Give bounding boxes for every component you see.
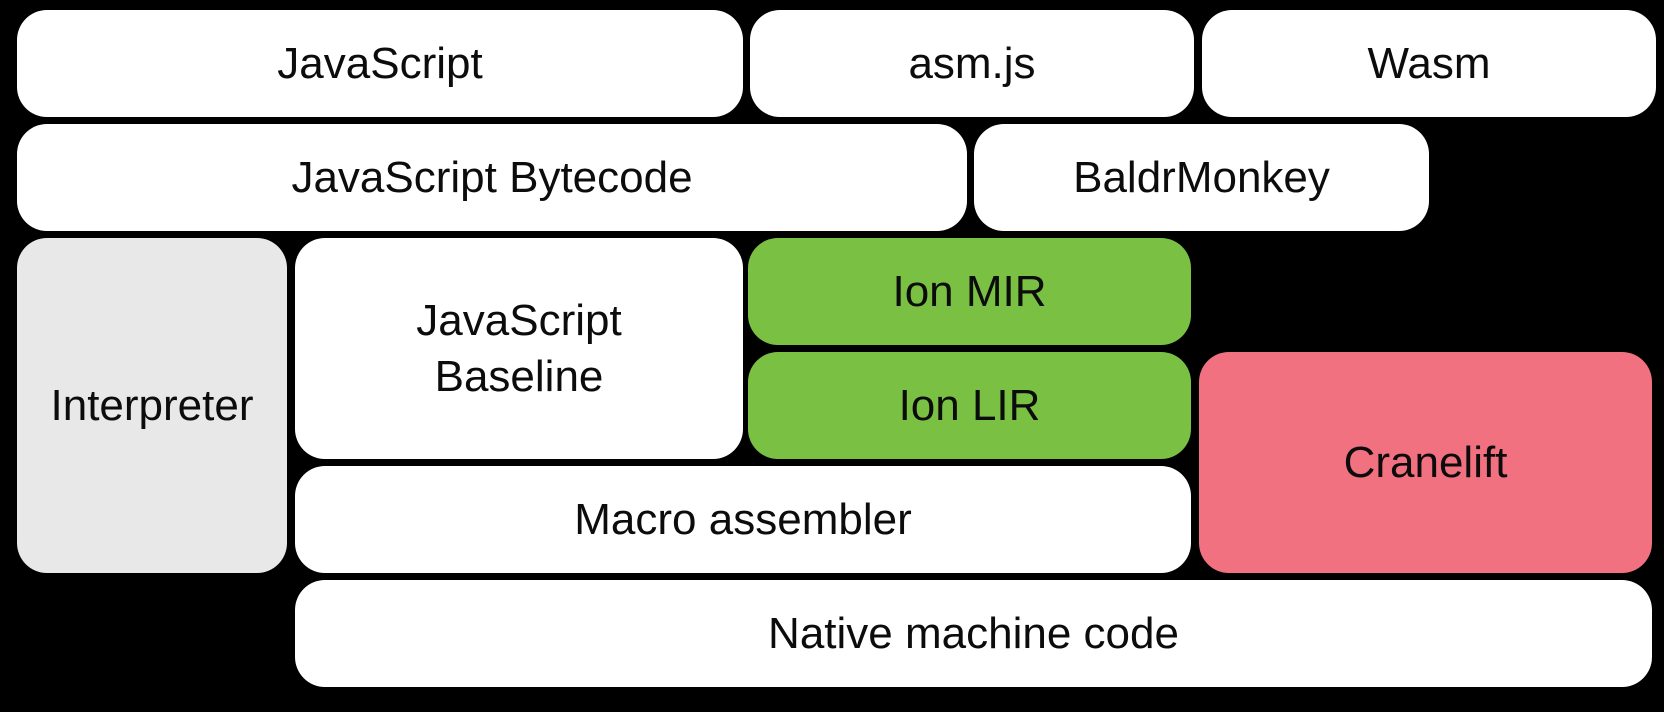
node-ion-mir-label: Ion MIR [892, 266, 1047, 316]
node-javascript-label: JavaScript [277, 38, 483, 88]
node-asmjs: asm.js [750, 10, 1194, 117]
node-native-machine-code-label: Native machine code [768, 608, 1179, 658]
node-cranelift: Cranelift [1199, 352, 1652, 573]
node-interpreter: Interpreter [17, 238, 287, 573]
node-baldrmonkey: BaldrMonkey [974, 124, 1429, 231]
node-javascript-baseline: JavaScript Baseline [295, 238, 743, 459]
node-cranelift-label: Cranelift [1343, 437, 1508, 487]
node-asmjs-label: asm.js [908, 38, 1036, 88]
node-ion-mir: Ion MIR [748, 238, 1191, 345]
node-javascript-baseline-label: JavaScript Baseline [416, 295, 622, 401]
node-macro-assembler: Macro assembler [295, 466, 1191, 573]
node-wasm: Wasm [1202, 10, 1656, 117]
node-native-machine-code: Native machine code [295, 580, 1652, 687]
node-wasm-label: Wasm [1367, 38, 1491, 88]
node-javascript-bytecode-label: JavaScript Bytecode [291, 152, 693, 202]
node-baldrmonkey-label: BaldrMonkey [1073, 152, 1330, 202]
node-javascript-bytecode: JavaScript Bytecode [17, 124, 967, 231]
node-interpreter-label: Interpreter [50, 380, 254, 430]
node-ion-lir: Ion LIR [748, 352, 1191, 459]
node-javascript: JavaScript [17, 10, 743, 117]
node-ion-lir-label: Ion LIR [898, 380, 1041, 430]
node-macro-assembler-label: Macro assembler [574, 494, 912, 544]
